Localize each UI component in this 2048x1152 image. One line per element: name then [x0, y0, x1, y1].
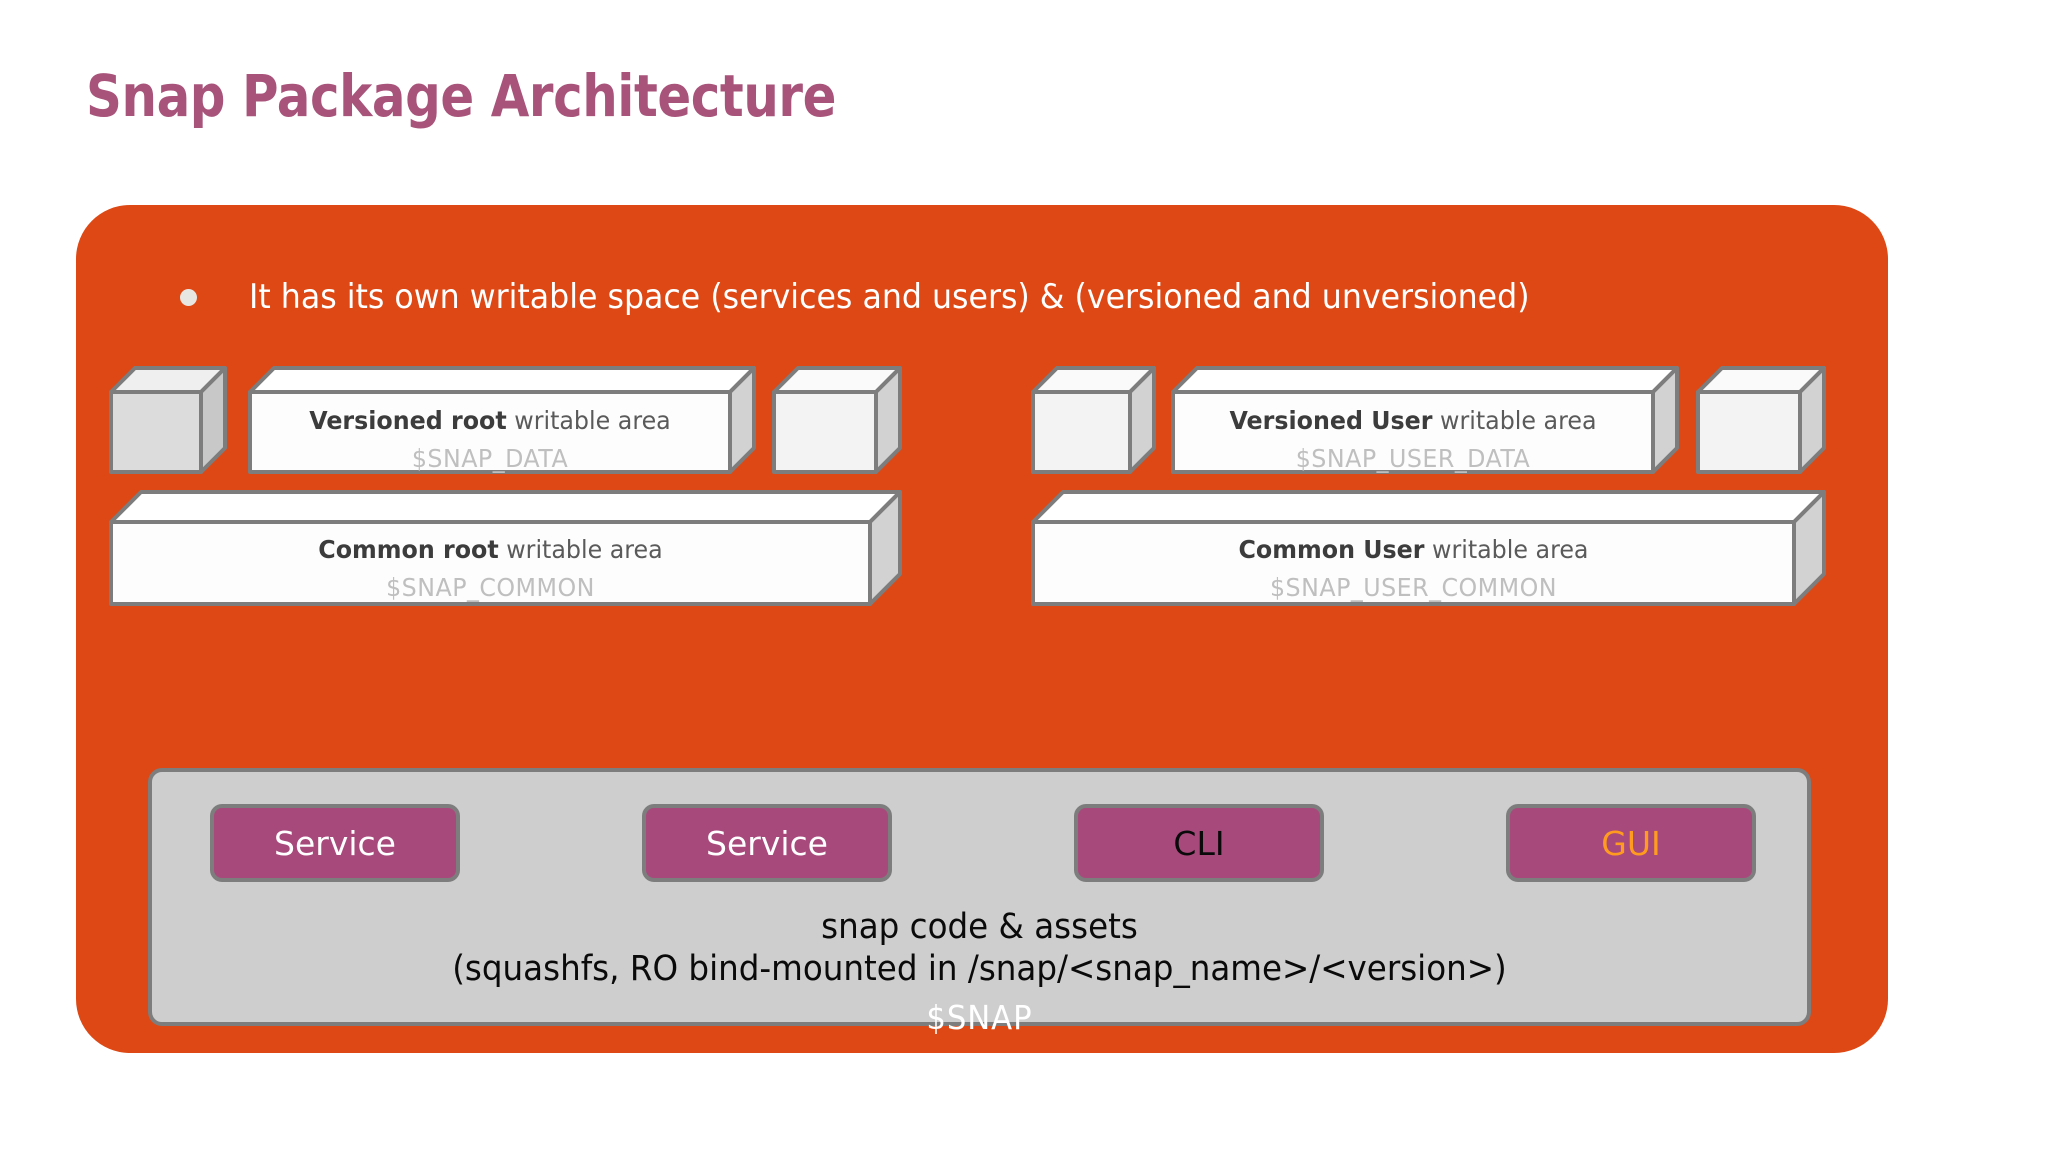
snap-component-chips: Service Service CLI GUI	[152, 804, 1807, 882]
cube-left-outer-user	[1031, 366, 1156, 474]
caption-line-1: snap code & assets	[821, 907, 1138, 947]
bullet-row: It has its own writable space (services …	[180, 277, 1626, 317]
snap-panel-caption: snap code & assets (squashfs, RO bind-mo…	[152, 906, 1807, 1037]
chip-gui[interactable]: GUI	[1506, 804, 1756, 882]
page-title: Snap Package Architecture	[86, 62, 837, 130]
snap-variable: $SNAP	[926, 998, 1033, 1037]
chip-service-2[interactable]: Service	[642, 804, 892, 882]
cube-left-outer-root	[109, 366, 227, 474]
common-root-box: Common root writable area $SNAP_COMMON	[109, 490, 902, 606]
caption-line-2: (squashfs, RO bind-mounted in /snap/<sna…	[452, 949, 1507, 989]
cube-right-inner-root	[772, 366, 902, 474]
common-user-box: Common User writable area $SNAP_USER_COM…	[1031, 490, 1826, 606]
chip-cli[interactable]: CLI	[1074, 804, 1324, 882]
bullet-text: It has its own writable space (services …	[249, 277, 1530, 317]
cube-right-inner-user	[1696, 366, 1826, 474]
versioned-root-box: Versioned root writable area $SNAP_DATA	[248, 366, 756, 474]
chip-service-1[interactable]: Service	[210, 804, 460, 882]
versioned-user-box: Versioned User writable area $SNAP_USER_…	[1171, 366, 1679, 474]
snap-code-panel: Service Service CLI GUI snap code & asse…	[148, 768, 1811, 1037]
bullet-dot-icon	[180, 288, 197, 306]
